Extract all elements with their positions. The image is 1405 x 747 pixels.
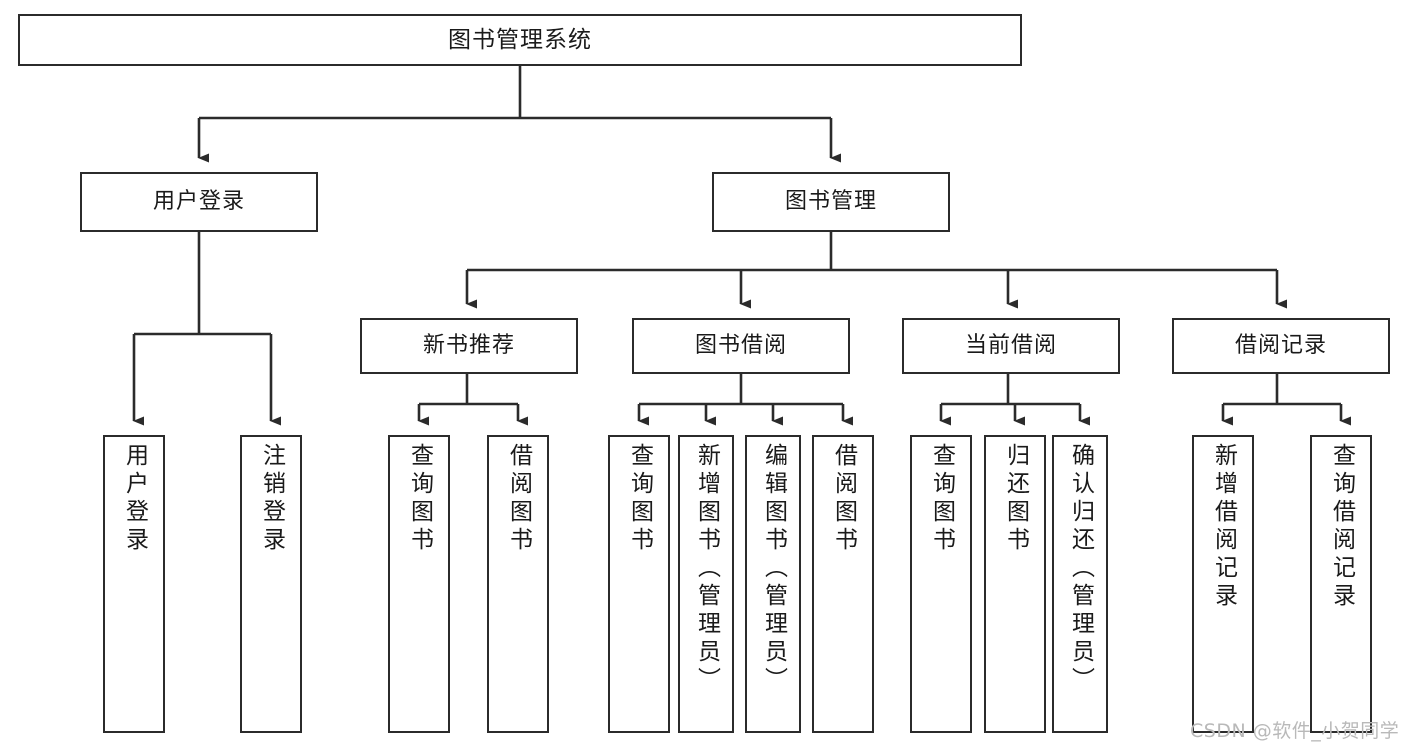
node-label: 编辑图书（管理员） (760, 443, 787, 695)
new-book-recommend-to-leaves-connectors (417, 374, 528, 426)
node-leaf-logout[interactable]: 注销登录 (240, 435, 302, 733)
node-label: 新增图书（管理员） (693, 443, 720, 695)
node-new-book-recommend[interactable]: 新书推荐 (360, 318, 578, 374)
node-leaf-borrow-book[interactable]: 借阅图书 (812, 435, 874, 733)
node-leaf-add-borrow-record[interactable]: 新增借阅记录 (1192, 435, 1254, 733)
node-label: 查询图书 (406, 443, 433, 555)
node-leaf-query-borrow-record[interactable]: 查询借阅记录 (1310, 435, 1372, 733)
root-to-level2-connectors (197, 66, 841, 163)
node-root-book-management-system[interactable]: 图书管理系统 (18, 14, 1022, 66)
node-label: 借阅记录 (1234, 333, 1327, 359)
node-book-borrow[interactable]: 图书借阅 (632, 318, 850, 374)
node-label: 确认归还（管理员） (1067, 443, 1094, 695)
node-label: 图书管理 (784, 189, 877, 215)
node-leaf-edit-book-admin[interactable]: 编辑图书（管理员） (745, 435, 801, 733)
node-leaf-query-book-current[interactable]: 查询图书 (910, 435, 972, 733)
node-leaf-confirm-return-admin[interactable]: 确认归还（管理员） (1052, 435, 1108, 733)
node-borrow-record[interactable]: 借阅记录 (1172, 318, 1390, 374)
node-leaf-query-book-recommend[interactable]: 查询图书 (388, 435, 450, 733)
node-leaf-query-book-borrow[interactable]: 查询图书 (608, 435, 670, 733)
node-label: 注销登录 (258, 443, 285, 555)
node-label: 当前借阅 (964, 333, 1057, 359)
node-leaf-return-book[interactable]: 归还图书 (984, 435, 1046, 733)
current-borrow-to-leaves-connectors (939, 374, 1090, 426)
node-label: 借阅图书 (830, 443, 857, 555)
node-label: 图书借阅 (694, 333, 787, 359)
node-leaf-add-book-admin[interactable]: 新增图书（管理员） (678, 435, 734, 733)
book-borrow-to-leaves-connectors (637, 374, 853, 426)
node-label: 借阅图书 (505, 443, 532, 555)
node-label: 归还图书 (1002, 443, 1029, 555)
node-label: 用户登录 (121, 443, 148, 555)
node-label: 查询图书 (928, 443, 955, 555)
node-book-manage[interactable]: 图书管理 (712, 172, 950, 232)
borrow-record-to-leaves-connectors (1221, 374, 1351, 426)
book-manage-to-level3-connectors (465, 232, 1287, 309)
node-label: 查询图书 (626, 443, 653, 555)
node-current-borrow[interactable]: 当前借阅 (902, 318, 1120, 374)
node-label: 用户登录 (152, 189, 245, 215)
node-label: 新增借阅记录 (1210, 443, 1237, 611)
node-label: 图书管理系统 (448, 26, 592, 53)
csdn-watermark: CSDN @软件_小贺同学 (1190, 720, 1400, 742)
node-user-login[interactable]: 用户登录 (80, 172, 318, 232)
user-login-to-leaves-connectors (132, 232, 281, 426)
node-leaf-user-login[interactable]: 用户登录 (103, 435, 165, 733)
node-label: 新书推荐 (422, 333, 515, 359)
node-label: 查询借阅记录 (1328, 443, 1355, 611)
node-leaf-borrow-book-recommend[interactable]: 借阅图书 (487, 435, 549, 733)
